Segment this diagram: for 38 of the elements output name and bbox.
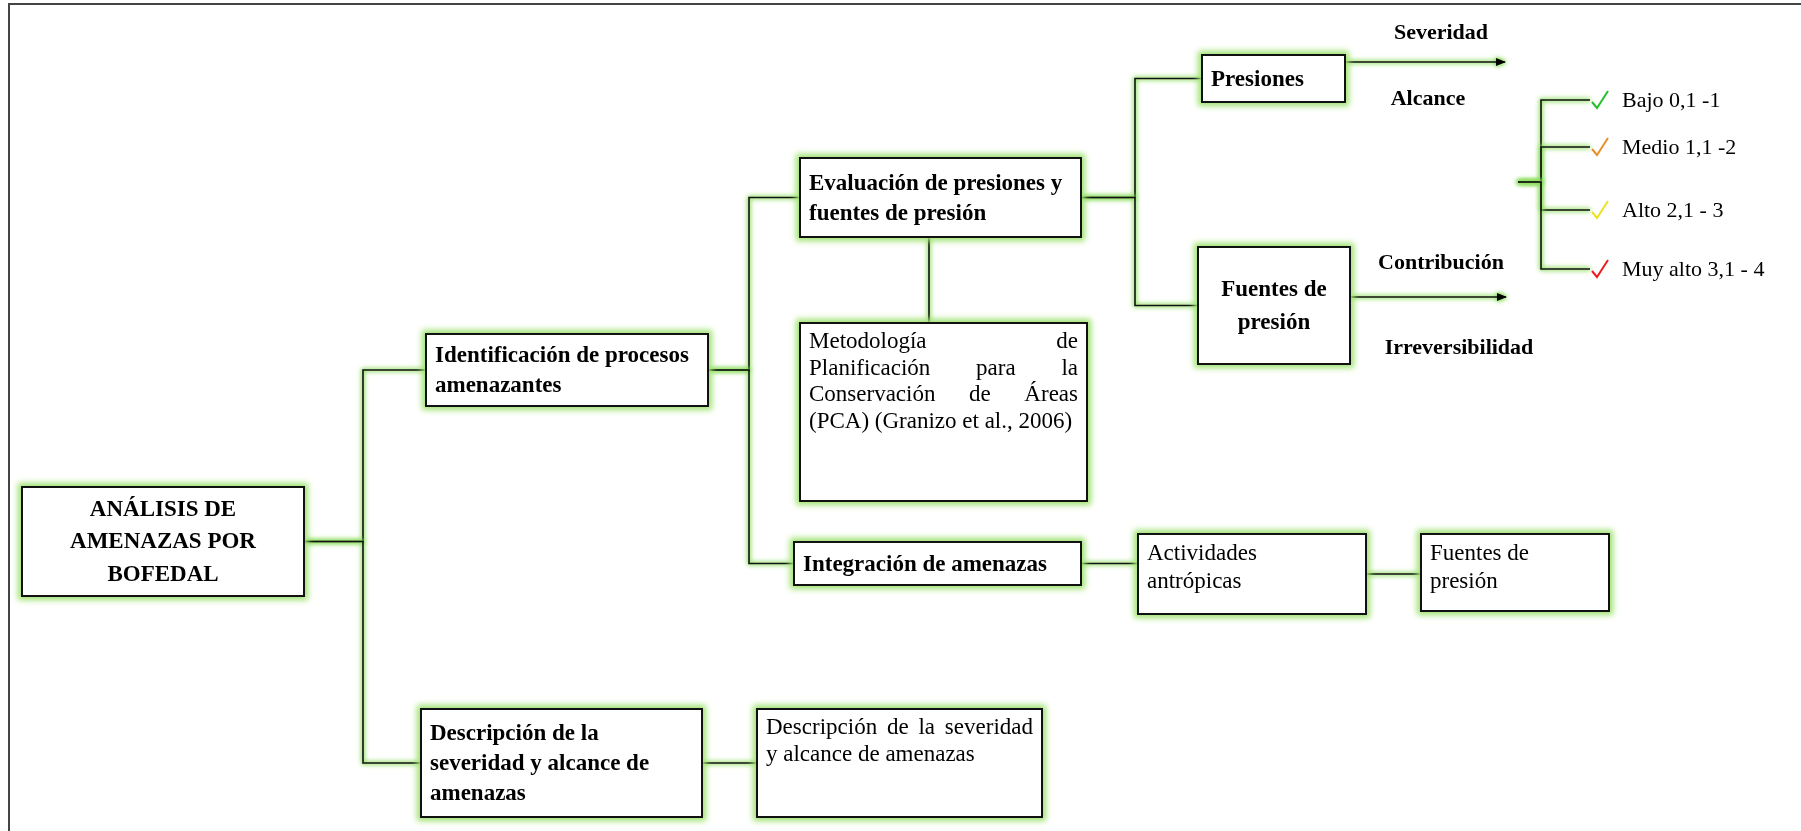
process-box [1201,54,1346,103]
process-box [799,157,1082,238]
rating-text: Bajo 0,1 -1 [1622,86,1721,114]
process-box [1137,533,1367,615]
connector-line [1366,573,1421,575]
rating-text: Muy alto 3,1 - 4 [1622,255,1765,283]
process-box [420,708,703,818]
box-text: Fuentes de presión [1220,275,1328,336]
connector-line [928,237,930,323]
process-box [799,322,1088,502]
criterion-label: Irreversibilidad [1384,332,1534,361]
rating-text: Medio 1,1 -2 [1622,133,1737,161]
process-box [1197,246,1351,365]
box-text: Integración de amenazas [803,549,1049,578]
box-text: Presiones [1211,64,1305,93]
arrow [1350,293,1507,301]
connector-line [708,369,794,565]
connector-line [1081,562,1138,565]
connector-line [1517,181,1591,270]
connector-line [702,762,757,764]
connector-line [304,540,421,764]
process-box [21,486,305,597]
connector-line [1081,196,1198,307]
process-box [756,708,1043,818]
box-text: Descripción de la severidad y alcance de amenazas [766,714,1033,768]
process-box [1420,533,1610,612]
box-text: ANÁLISIS DE AMENAZAS POR BOFEDAL [69,495,257,588]
rating-text: Alto 2,1 - 3 [1622,196,1724,224]
box-text: Metodología de Planificación para la Conservación de Áreas (PCA) (Granizo et al., 2006) [809,328,1078,435]
box-text: Fuentes de presión [1430,539,1530,595]
box-text: Evaluación de presiones y fuentes de presión [809,168,1064,227]
arrow [1345,58,1506,66]
process-box [793,541,1082,586]
criterion-label: Alcance [1390,83,1466,112]
process-box [425,333,709,407]
box-text: Identificación de procesos amenazantes [435,341,690,399]
box-text: Descripción de la severidad y alcance de amenazas [430,719,651,807]
box-text: Actividades antrópicas [1147,539,1258,595]
